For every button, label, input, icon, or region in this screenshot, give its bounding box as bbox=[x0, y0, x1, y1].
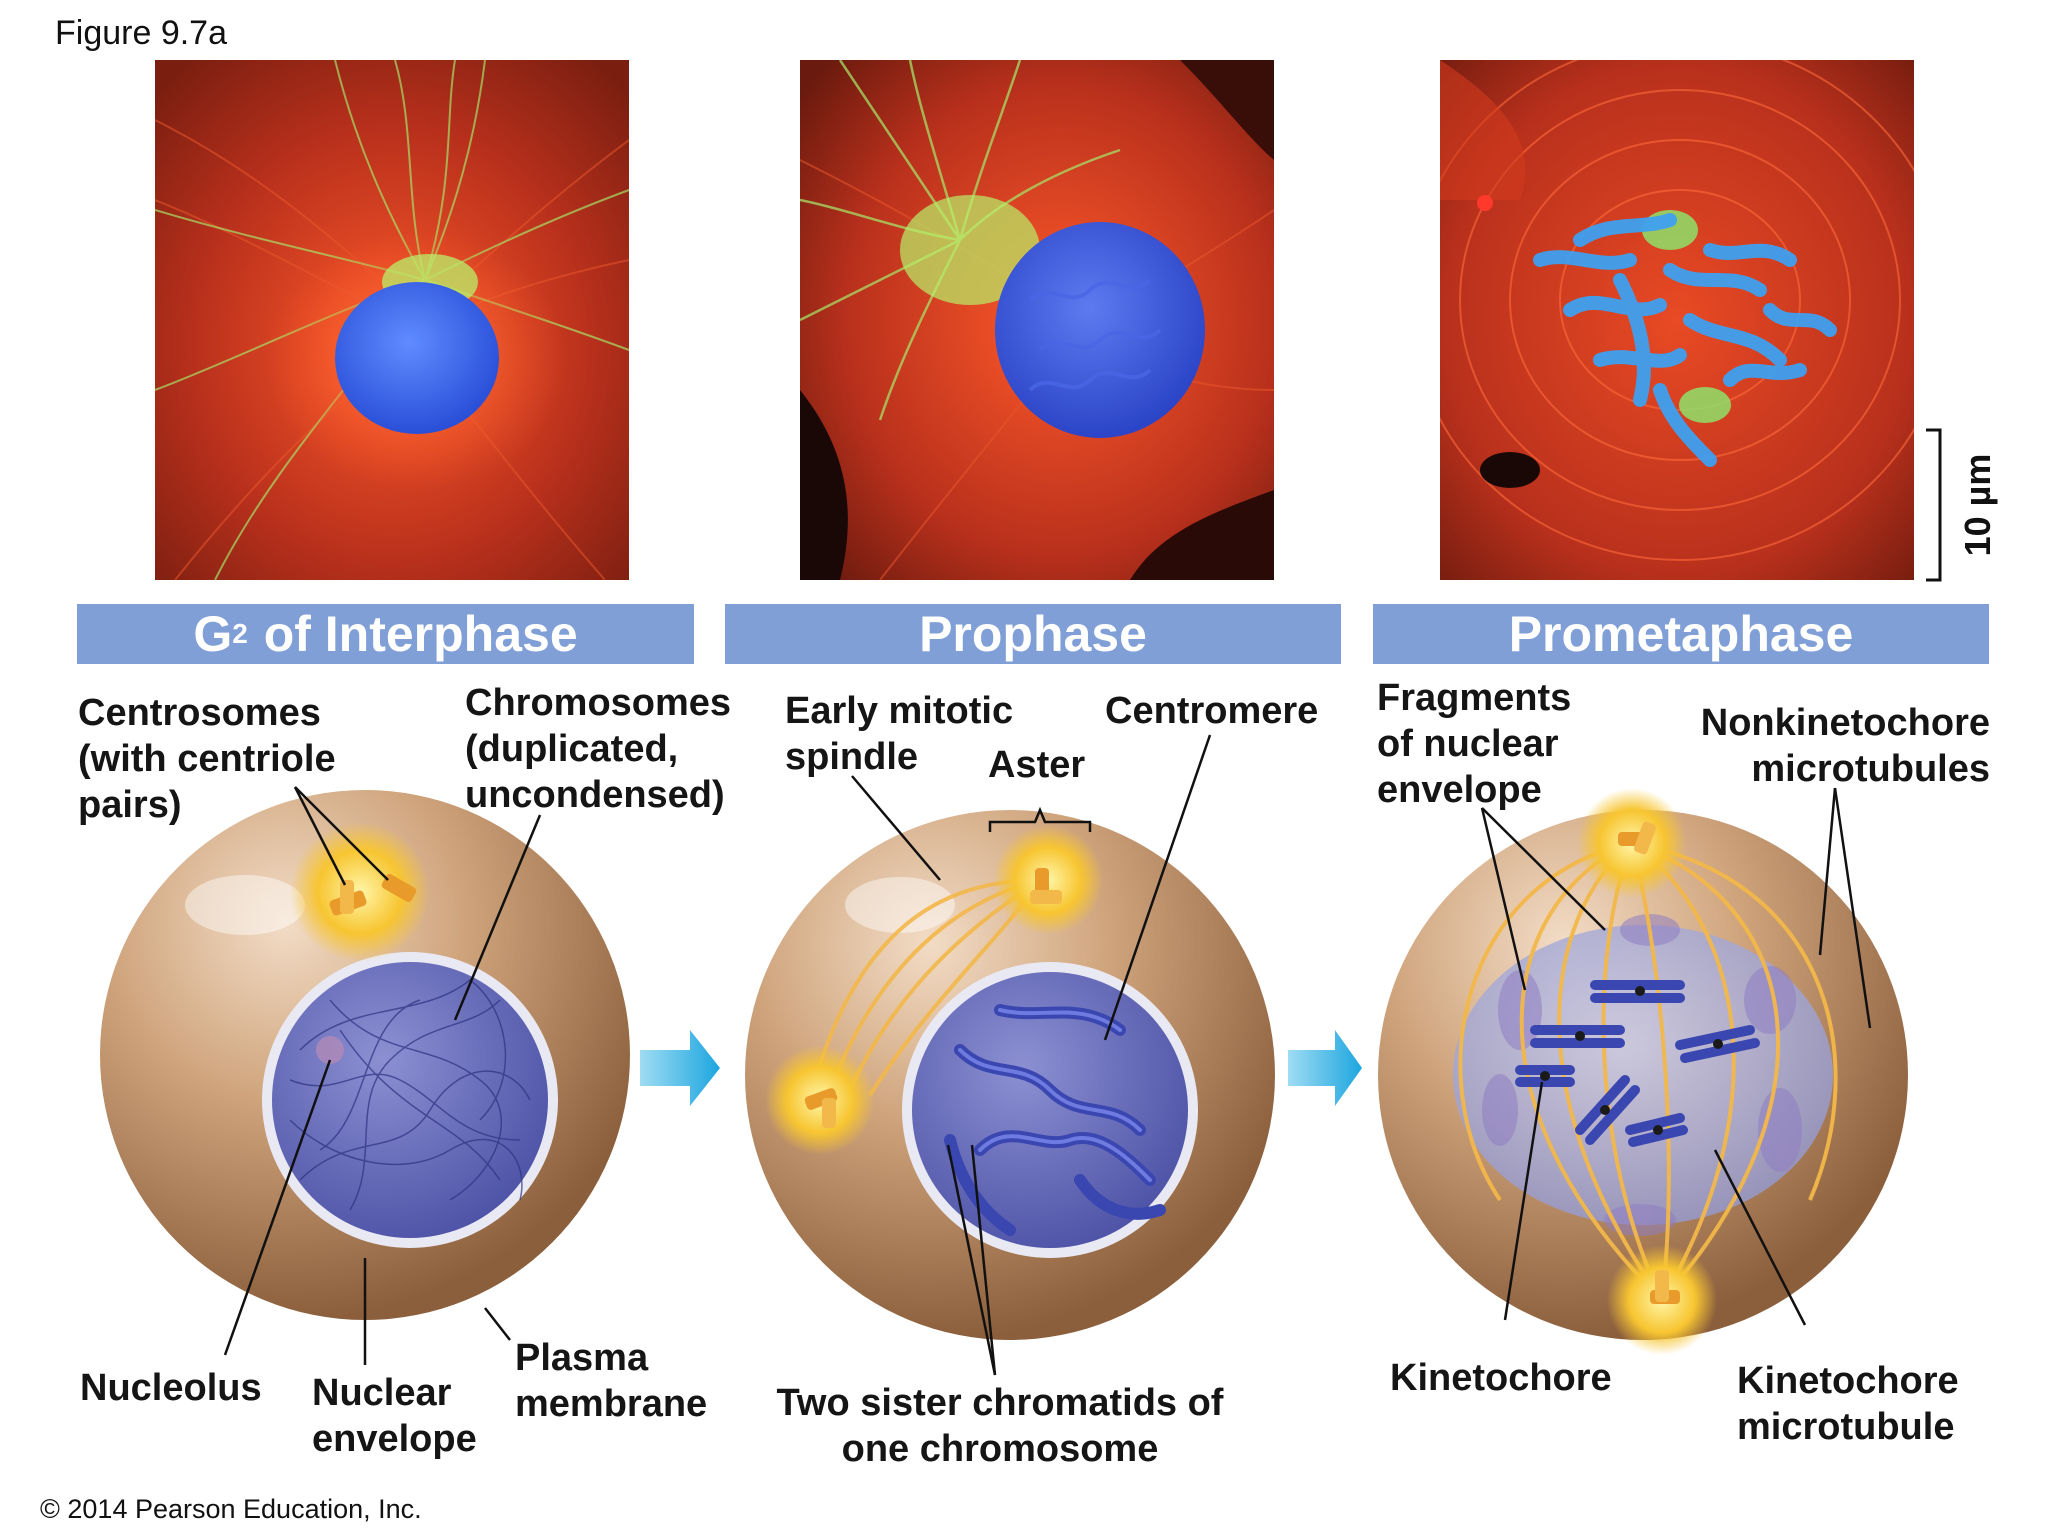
label-sister-chromatids: Two sister chromatids of one chromosome bbox=[776, 1382, 1224, 1470]
label-aster: Aster bbox=[988, 744, 1086, 786]
stage-title-subscript: 2 bbox=[232, 618, 248, 649]
stage-title-prophase: Prophase bbox=[725, 604, 1341, 664]
cell-interphase bbox=[100, 790, 630, 1320]
label-chromosomes: Chromosomes (duplicated, uncondensed) bbox=[465, 682, 732, 816]
scale-bar-label: 10 µm bbox=[1957, 454, 1998, 557]
arrow-right-icon bbox=[640, 1030, 720, 1106]
label-centromere: Centromere bbox=[1105, 690, 1319, 732]
micrograph-prometaphase bbox=[1440, 60, 1914, 580]
stage-title-rest: of Interphase bbox=[249, 606, 578, 662]
stage-title-prometaphase: Prometaphase bbox=[1373, 604, 1989, 664]
label-centrosomes: Centrosomes (with centriole pairs) bbox=[78, 692, 336, 826]
micrograph-prophase bbox=[800, 60, 1274, 580]
scale-bar bbox=[1926, 428, 1942, 582]
label-nuclear-envelope: Nuclear envelope bbox=[312, 1372, 477, 1460]
label-fragments-nuclear-envelope: Fragments of nuclear envelope bbox=[1377, 677, 1572, 811]
arrow-right-icon bbox=[1288, 1030, 1362, 1106]
label-plasma-membrane: Plasma membrane bbox=[515, 1337, 708, 1425]
leader-lines bbox=[223, 734, 1872, 1376]
figure-title: Figure 9.7a bbox=[55, 14, 227, 52]
copyright-notice: © 2014 Pearson Education, Inc. bbox=[40, 1494, 422, 1524]
label-kinetochore-microtubule: Kinetochore microtubule bbox=[1737, 1360, 1959, 1448]
label-nonkinetochore-microtubules: Nonkinetochore microtubules bbox=[1700, 702, 1990, 790]
label-early-mitotic-spindle: Early mitotic spindle bbox=[785, 690, 1014, 778]
centriole-icon bbox=[329, 874, 417, 916]
stage-title-main: G bbox=[193, 606, 233, 662]
cell-prophase bbox=[745, 810, 1275, 1340]
micrograph-interphase bbox=[155, 60, 629, 580]
label-kinetochore: Kinetochore bbox=[1390, 1357, 1612, 1399]
label-nucleolus: Nucleolus bbox=[80, 1367, 262, 1409]
cell-prometaphase bbox=[1378, 788, 1908, 1355]
